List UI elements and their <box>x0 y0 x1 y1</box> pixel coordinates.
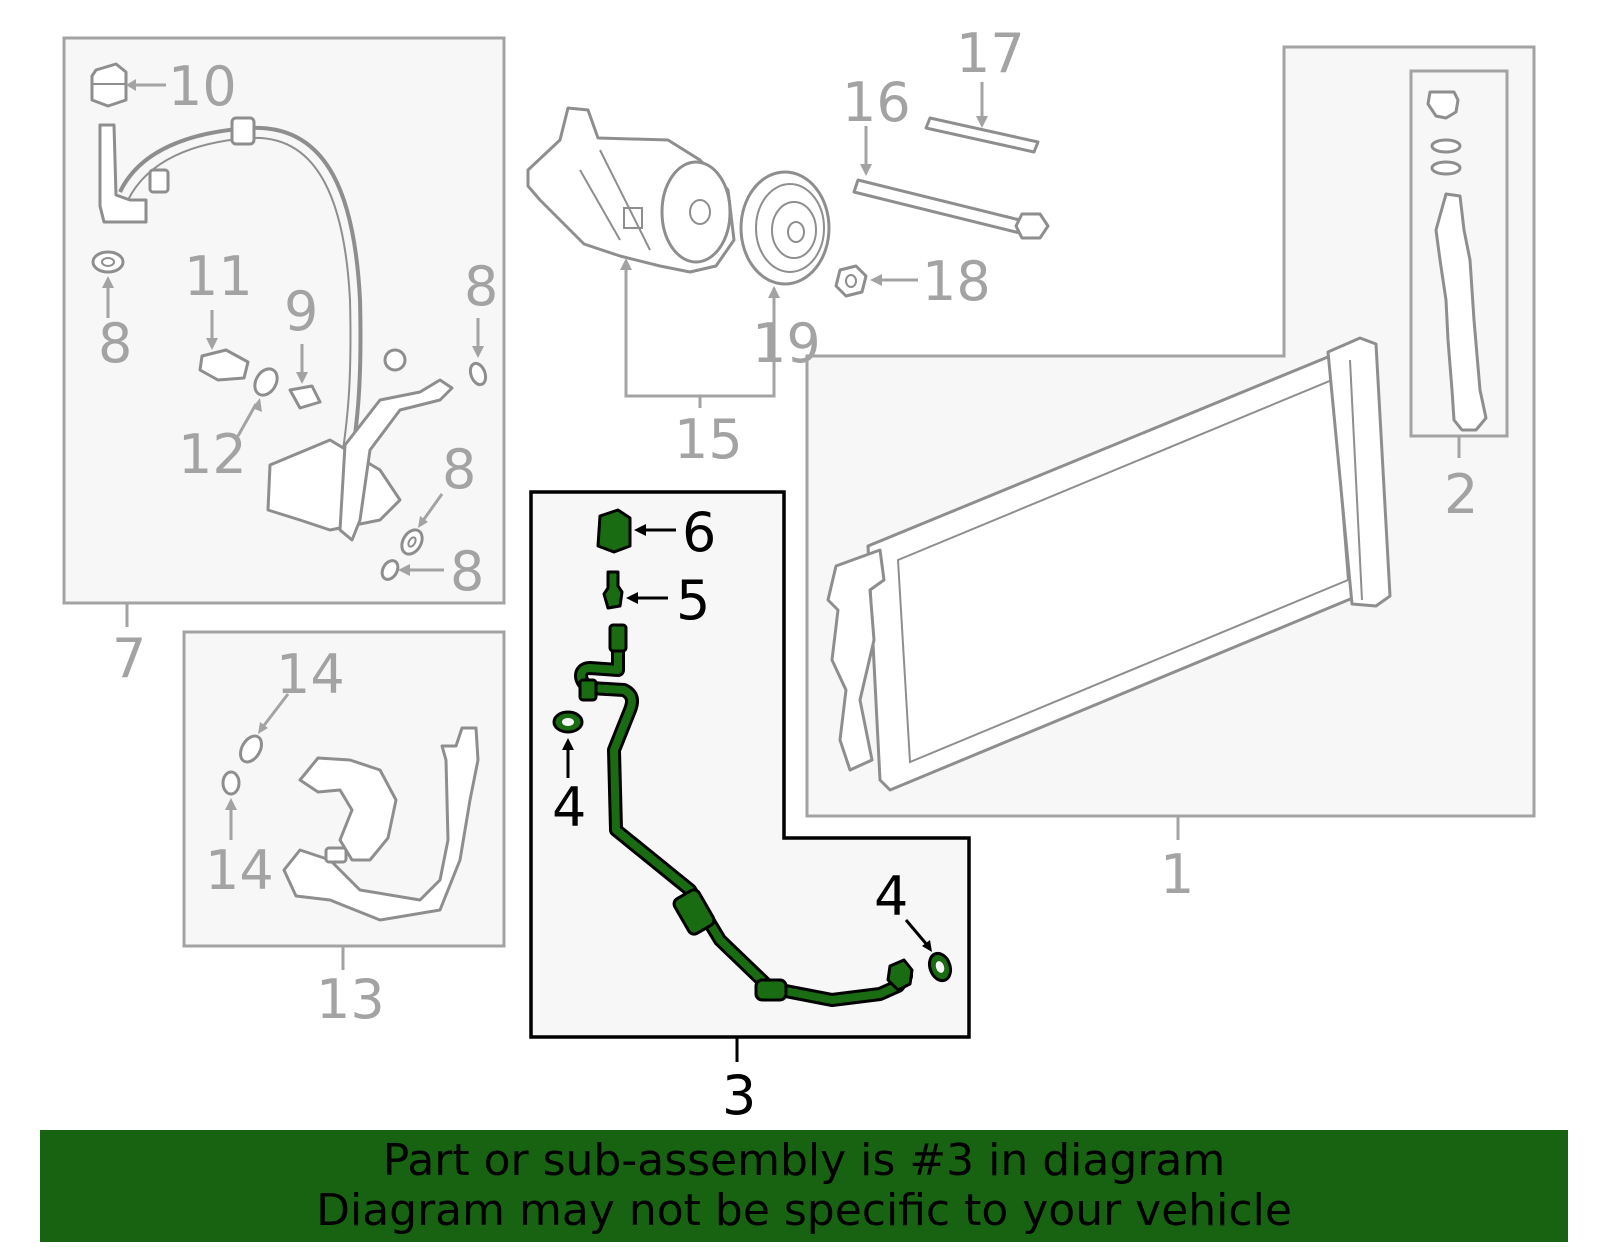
callout-19: 19 <box>752 312 821 375</box>
callout-10: 10 <box>168 55 237 118</box>
stud-17-drawing <box>924 116 1040 154</box>
o-ring-12-drawing <box>253 367 279 397</box>
callout-16: 16 <box>842 71 911 134</box>
receiver-drier-2-drawing <box>1426 90 1488 432</box>
o-ring-8a-drawing <box>91 250 125 274</box>
hose-assembly-13-drawing <box>282 726 480 922</box>
compressor-drawing <box>526 106 736 274</box>
callout-8: 8 <box>450 540 484 603</box>
o-ring-8d-drawing <box>380 559 400 581</box>
callout-8: 8 <box>442 438 476 501</box>
callout-14: 14 <box>205 839 274 902</box>
bolt-16-drawing <box>852 178 1050 240</box>
arrowhead-10 <box>126 79 136 91</box>
callout-2: 2 <box>1444 463 1478 526</box>
banner-line-disclaimer: Diagram may not be specific to your vehi… <box>316 1185 1292 1236</box>
banner-line-part: Part or sub-assembly is #3 in diagram <box>382 1135 1226 1186</box>
callout-4: 4 <box>552 776 586 839</box>
callout-4: 4 <box>874 865 908 928</box>
cap-10-drawing <box>90 62 128 108</box>
callout-3: 3 <box>722 1064 756 1127</box>
sensor-11-drawing <box>198 348 250 382</box>
nut-18-drawing <box>834 264 868 298</box>
liquid-line-assembly-drawing <box>98 116 454 542</box>
callout-5: 5 <box>676 569 710 632</box>
callout-15: 15 <box>674 408 743 471</box>
o-ring-8b-drawing <box>468 361 488 387</box>
o-ring-8c-drawing <box>400 528 424 556</box>
ac-line-3-drawing <box>574 623 914 1007</box>
callout-13: 13 <box>316 968 385 1031</box>
callout-6: 6 <box>682 501 716 564</box>
notice-banner: Part or sub-assembly is #3 in diagram Di… <box>40 1130 1568 1242</box>
callout-18: 18 <box>922 250 991 313</box>
cap-6-drawing <box>596 508 632 554</box>
valve-core-5-drawing <box>602 570 624 610</box>
callout-7: 7 <box>112 627 146 690</box>
callout-14: 14 <box>276 643 345 706</box>
o-ring-14a-drawing <box>239 734 263 764</box>
callout-9: 9 <box>284 280 318 343</box>
callout-12: 12 <box>178 423 247 486</box>
clutch-pulley-19-drawing <box>739 170 831 286</box>
callout-8: 8 <box>464 255 498 318</box>
condenser-drawing <box>826 336 1392 792</box>
callout-11: 11 <box>184 245 253 308</box>
callout-1: 1 <box>1160 843 1194 906</box>
callout-8: 8 <box>98 312 132 375</box>
valve-9-drawing <box>288 384 322 410</box>
o-ring-14b-drawing <box>221 770 241 796</box>
group-box-3 <box>529 490 971 1039</box>
callout-17: 17 <box>956 22 1025 85</box>
